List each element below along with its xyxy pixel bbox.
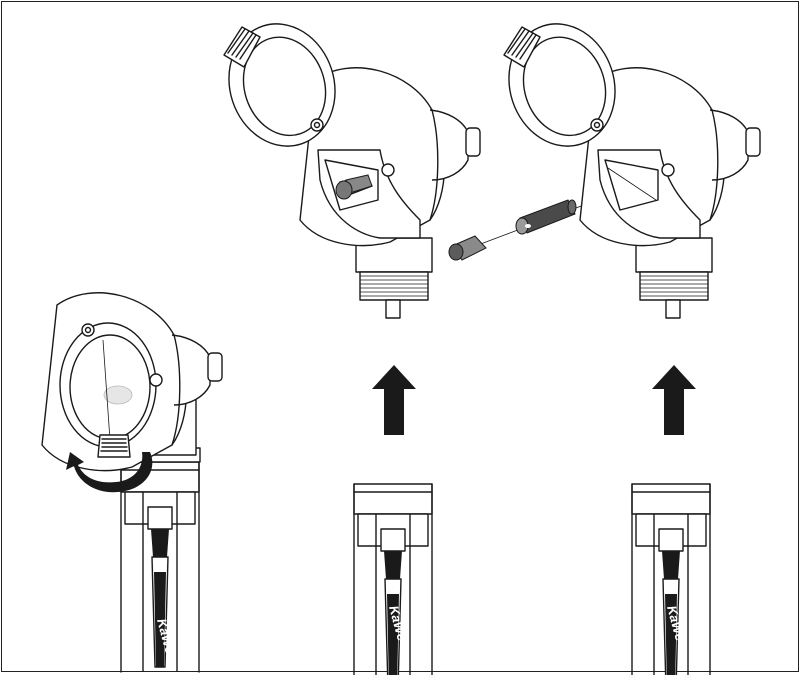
step-3-otoscope: KaWe [492,9,761,675]
rotate-arrow-icon [66,452,153,493]
step-1-otoscope: KaWe [41,292,223,673]
up-arrow-icon [652,365,696,435]
bulb-parts [448,179,651,261]
handle-right [631,483,711,675]
neck-middle [355,237,433,319]
handle-middle [353,483,433,675]
step-2-otoscope: KaWe [212,9,481,675]
neck-right [635,237,713,319]
up-arrow-icon [372,365,416,435]
